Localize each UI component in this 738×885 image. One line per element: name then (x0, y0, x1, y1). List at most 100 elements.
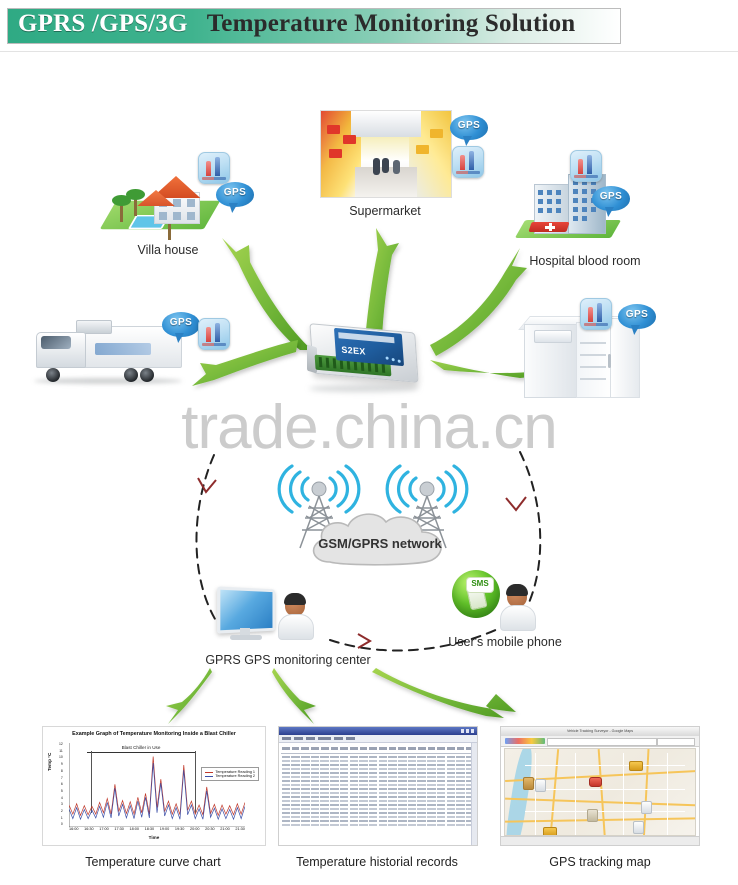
thermometer-sensor-icon (452, 146, 484, 178)
flow-path-left (195, 454, 219, 625)
device-shadow (309, 385, 419, 392)
supermarket-ceiling (351, 111, 421, 137)
arrow-to-chart (166, 668, 212, 724)
map-marker-bus[interactable] (543, 827, 557, 835)
page-title: GPRS /GPS/3G Temperature Monitoring Solu… (18, 10, 575, 38)
monitoring-center-monitor (217, 586, 278, 642)
map-address-input[interactable] (547, 738, 657, 746)
gps-badge-label: GPS (223, 187, 247, 198)
table-row[interactable] (281, 787, 475, 791)
flow-arrowhead-left (197, 477, 217, 494)
map-marker-person[interactable] (535, 779, 546, 792)
table-row[interactable] (281, 759, 475, 763)
device-label-face: S2EX (333, 327, 405, 367)
palm-tree-icon (126, 189, 145, 216)
table-row[interactable] (281, 799, 475, 803)
map-marker-vehicle[interactable] (589, 777, 602, 787)
chart-x-axis-label: Time (148, 835, 160, 840)
avatar-body (500, 605, 536, 631)
records-window-titlebar (279, 727, 477, 735)
caption-gps-tracking-map: GPS tracking map (549, 855, 651, 869)
table-row[interactable] (281, 767, 475, 771)
truck-windshield (41, 336, 71, 349)
table-row[interactable] (281, 819, 475, 823)
map-marker-bus[interactable] (629, 761, 643, 771)
truck-wheel (140, 368, 154, 382)
map-logo (505, 738, 545, 744)
map-statusbar (501, 836, 699, 845)
monitoring-center-label: GPRS GPS monitoring center (205, 653, 371, 667)
arrow-to-records (272, 668, 316, 724)
palm-tree-icon (112, 195, 131, 222)
thermometer-sensor-icon (580, 298, 612, 330)
page-header-bar: GPRS /GPS/3G Temperature Monitoring Solu… (7, 8, 621, 44)
cold-room-handle (608, 354, 611, 368)
sms-bubble: SMS (466, 577, 494, 593)
truck-refrigeration-unit (76, 320, 112, 334)
avatar-hair (284, 593, 306, 605)
hospital-label: Hospital blood room (529, 254, 641, 268)
gps-badge-icon: GPS (450, 115, 488, 145)
avatar-hair (506, 584, 528, 596)
map-canvas[interactable] (504, 748, 696, 836)
table-row[interactable] (281, 775, 475, 779)
gprs-rtu-device: S2EX (305, 320, 423, 392)
header-divider (0, 51, 738, 52)
map-marker-building[interactable] (523, 777, 534, 790)
temperature-records-screenshot[interactable] (278, 726, 478, 846)
temperature-curve-chart-screenshot[interactable]: Example Graph of Temperature Monitoring … (42, 726, 266, 846)
table-row[interactable] (281, 807, 475, 811)
cell-towers-illustration (277, 464, 469, 549)
chart-title: Example Graph of Temperature Monitoring … (72, 731, 236, 737)
truck-wheel (124, 368, 138, 382)
cold-room-interior (576, 322, 612, 398)
map-marker-person[interactable] (633, 821, 644, 834)
table-row[interactable] (281, 803, 475, 807)
gps-badge-label: GPS (169, 317, 193, 328)
table-row[interactable] (281, 755, 475, 759)
records-menu-bar (279, 735, 477, 743)
truck-wheel (46, 368, 60, 382)
gps-badge-icon: GPS (216, 182, 254, 212)
table-row[interactable] (281, 795, 475, 799)
table-row[interactable] (281, 811, 475, 815)
map-marker-cluster[interactable] (587, 809, 598, 822)
monitor-screen (217, 586, 275, 634)
table-row[interactable] (281, 823, 475, 827)
monitor-stand-base (230, 635, 262, 640)
records-column-headers (281, 744, 475, 754)
records-scrollbar[interactable] (471, 743, 477, 845)
chart-region-end-marker (195, 751, 196, 813)
user-avatar (500, 584, 536, 631)
gps-badge-icon: GPS (592, 186, 630, 216)
page-title-prefix: GPRS /GPS/3G (18, 10, 188, 37)
records-data-grid[interactable] (281, 755, 475, 839)
map-marker-person[interactable] (641, 801, 652, 814)
map-search-input[interactable] (657, 738, 695, 746)
gps-tracking-map-screenshot[interactable]: Vehicle Tracking Surveyor - Google Maps (500, 726, 700, 846)
page-title-suffix: Temperature Monitoring Solution (206, 10, 576, 37)
arrow-to-truck (192, 340, 298, 386)
thermometer-sensor-icon (198, 318, 230, 350)
villa-house-label: Villa house (137, 243, 199, 257)
gps-badge-label: GPS (457, 120, 481, 131)
supermarket-photo (320, 110, 452, 198)
table-row[interactable] (281, 771, 475, 775)
flow-path-bottom (329, 621, 513, 652)
monitor-stand-neck (240, 628, 250, 636)
chart-region-start-marker (91, 751, 92, 813)
table-row[interactable] (281, 791, 475, 795)
table-row[interactable] (281, 783, 475, 787)
table-row[interactable] (281, 763, 475, 767)
operator-avatar (278, 593, 314, 640)
table-row[interactable] (281, 779, 475, 783)
arrow-to-supermarket (365, 228, 399, 340)
user-mobile-label: User's mobile phone (448, 635, 562, 649)
shopper-figure (393, 160, 400, 174)
table-row[interactable] (281, 815, 475, 819)
chart-plot-area (69, 743, 245, 827)
